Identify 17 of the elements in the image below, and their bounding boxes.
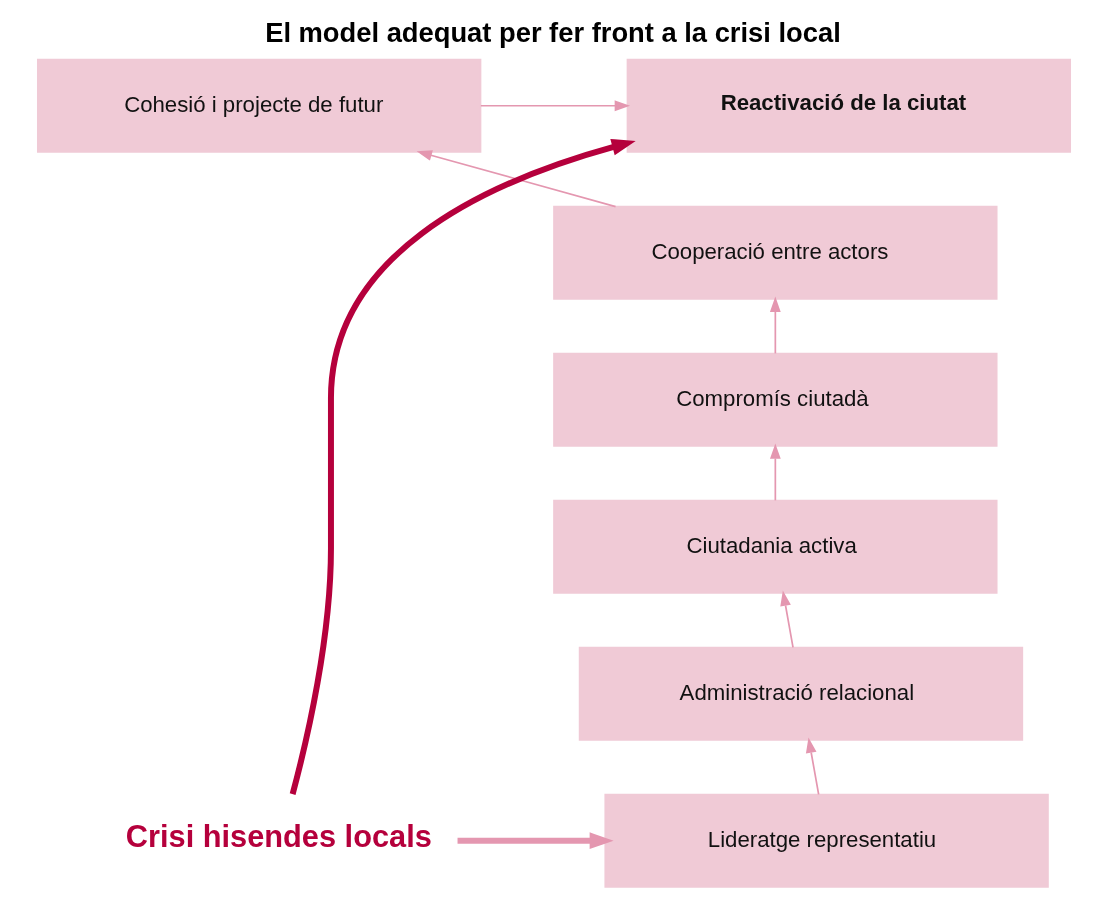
- diagram-title: El model adequat per fer front a la crisi local: [265, 17, 841, 49]
- arrow: [780, 590, 794, 649]
- arrow: [805, 737, 820, 796]
- arrow: [289, 139, 636, 795]
- arrow: [416, 150, 617, 208]
- arrow: [457, 832, 614, 850]
- arrow: [769, 296, 781, 355]
- node-box: Ciutadania activa: [553, 499, 998, 594]
- arrow: [769, 443, 781, 502]
- node-box: Compromís ciutadà: [553, 352, 998, 447]
- node-box: Lideratge representatiu: [604, 793, 1049, 888]
- node-text: Crisi hisendes locals: [125, 818, 432, 854]
- node-box: Reactivació de la ciutat: [626, 58, 1071, 153]
- arrow: [480, 100, 631, 112]
- node-box: Administració relacional: [578, 646, 1024, 741]
- node-box: Cooperació entre actors: [553, 205, 998, 300]
- node-box: Cohesió i projecte de futur: [37, 58, 482, 153]
